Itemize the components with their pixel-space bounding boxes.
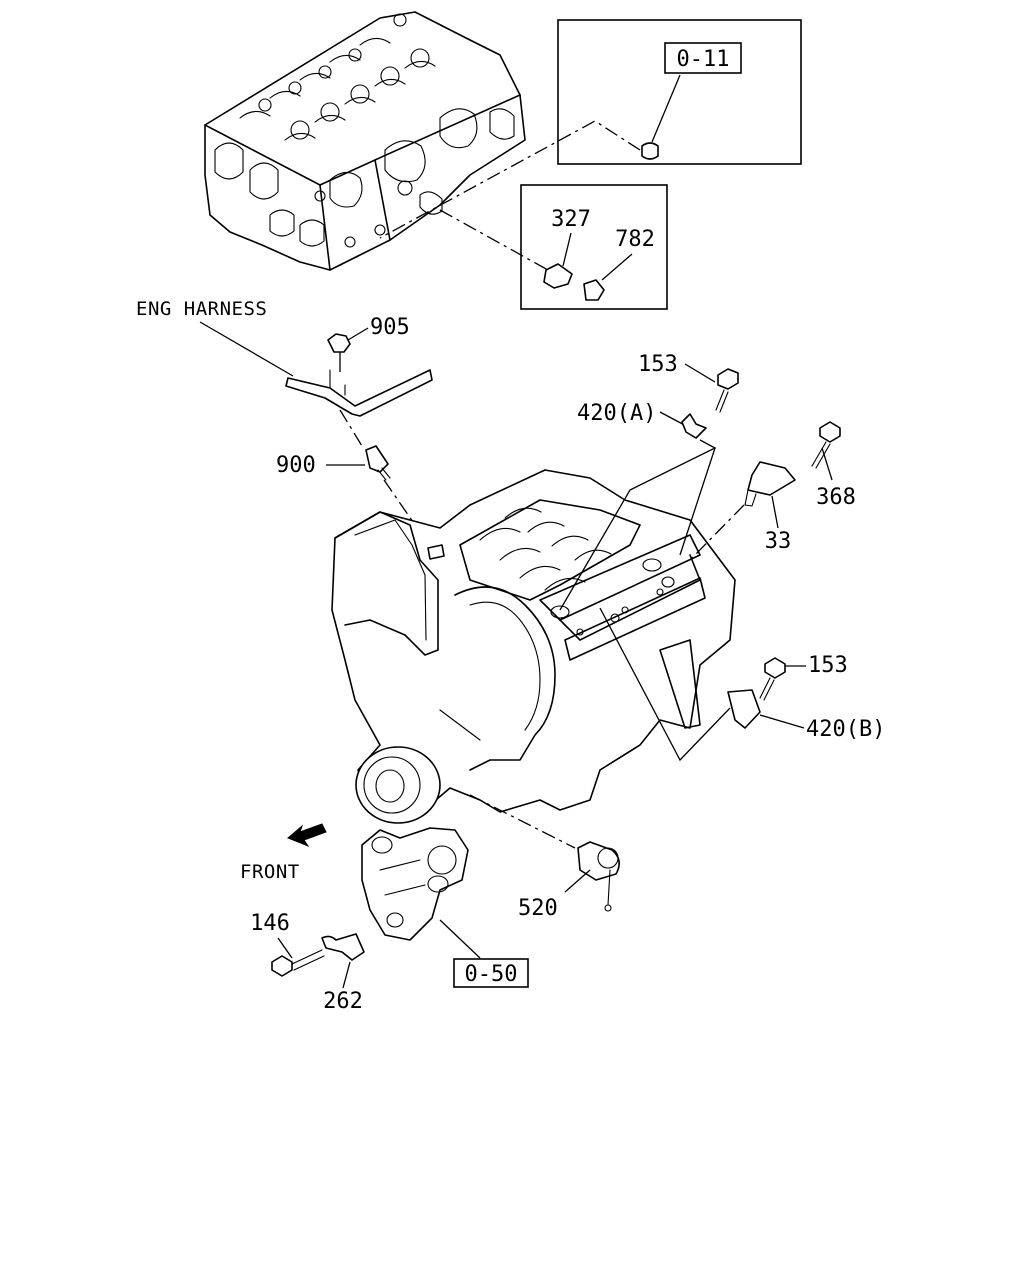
bracket-420b (727, 689, 761, 729)
bolt-782 (583, 279, 605, 301)
ref-box-0-11 (664, 42, 742, 74)
thermostat-housing (361, 827, 469, 941)
bracket-262 (321, 933, 365, 961)
part-label-782: 782 (615, 227, 655, 252)
part-label-900: 900 (276, 453, 316, 478)
part-label-153-mid: 153 (808, 653, 848, 678)
part-label-368: 368 (816, 485, 856, 510)
front-label: FRONT (240, 861, 300, 883)
harness-label: ENG HARNESS (136, 298, 267, 320)
part-label-420b: 420(B) (806, 717, 885, 742)
harness-wire (285, 369, 433, 417)
plug-part (641, 142, 659, 160)
part-label-262: 262 (323, 989, 363, 1014)
part-label-327: 327 (551, 207, 591, 232)
bolt-153-top (717, 368, 739, 390)
bracket-420a (681, 413, 707, 439)
detail-box-top (557, 19, 802, 165)
part-label-153-top: 153 (638, 352, 678, 377)
sensor-327 (543, 263, 573, 289)
bolt-368 (819, 421, 841, 443)
engine-block (331, 469, 736, 824)
nut-905 (327, 333, 351, 353)
coil-33 (747, 461, 796, 496)
part-label-905: 905 (370, 315, 410, 340)
part-label-146: 146 (250, 911, 290, 936)
sensor-900 (365, 445, 389, 473)
part-label-520: 520 (518, 896, 558, 921)
detail-box-sensor (520, 184, 668, 310)
ref-label-0-11: 0-11 (677, 47, 730, 72)
ref-label-0-50: 0-50 (465, 962, 518, 987)
bolt-146 (271, 955, 293, 977)
ref-box-0-50 (453, 958, 529, 988)
part-label-33: 33 (765, 529, 792, 554)
part-label-420a: 420(A) (577, 401, 656, 426)
bolt-153-mid (764, 657, 786, 679)
front-arrow-icon (287, 823, 327, 848)
cylinder-head (204, 11, 526, 271)
